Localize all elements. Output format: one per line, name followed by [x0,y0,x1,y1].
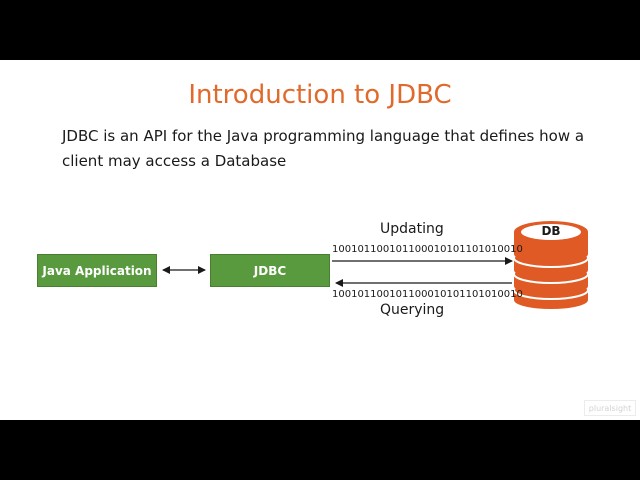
database-icon [513,221,589,309]
bits-updating: 100101100101100010101101010010 [332,244,523,255]
updating-label: Updating [380,221,444,237]
pluralsight-watermark: pluralsight [584,400,636,416]
db-label: DB [541,224,561,238]
querying-label: Querying [380,302,445,318]
letterbox-bottom [0,420,640,480]
java-application-box: Java Application [37,254,157,287]
slide-description: JDBC is an API for the Java programming … [62,127,585,170]
bits-querying: 100101100101100010101101010010 [332,289,523,300]
slide: Introduction to JDBC JDBC is an API for … [0,60,640,420]
jdbc-box: JDBC [210,254,330,287]
slide-title: Introduction to JDBC [188,80,452,110]
diagram-connectors [162,221,589,309]
letterbox-top [0,0,640,60]
